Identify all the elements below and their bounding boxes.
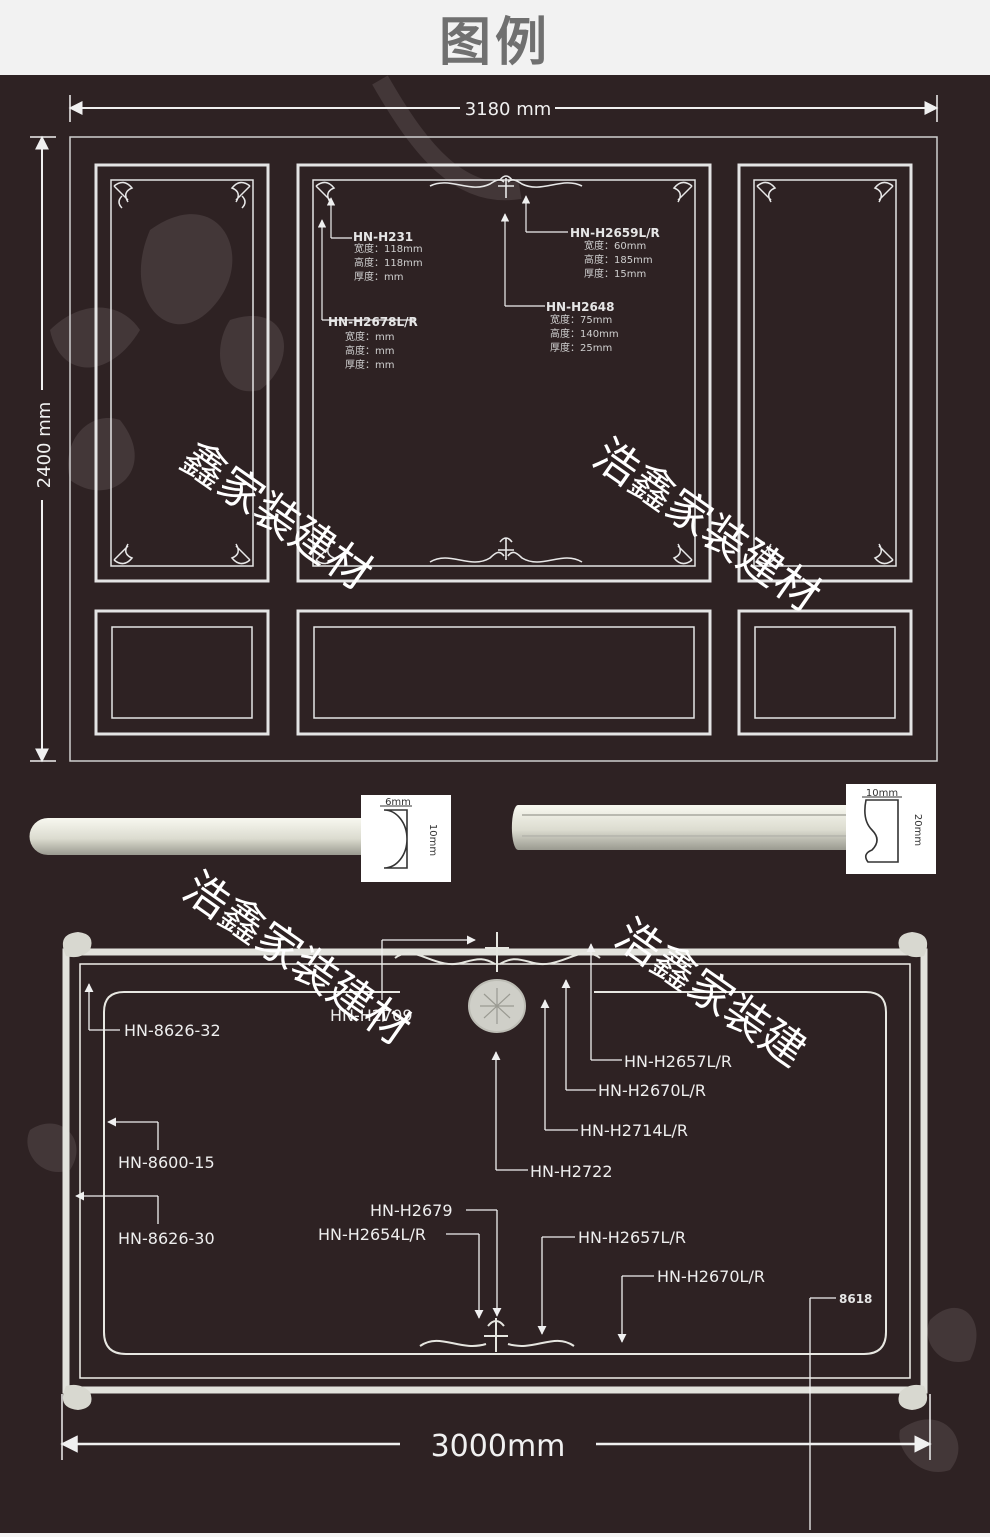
ogee-moulding bbox=[511, 805, 852, 850]
callout-8618: 8618 bbox=[809, 1292, 872, 1530]
spec-thickness: 厚度：15mm bbox=[584, 267, 646, 280]
callout-hn-8600-15: HN-8600-15 bbox=[107, 1117, 215, 1172]
diagram-board: 3180 mm 2400 mm HN-H231 宽度：118mm 高度：118m… bbox=[0, 75, 990, 1533]
label-hn-8626-32: HN-8626-32 bbox=[124, 1021, 221, 1040]
panel-upper-left bbox=[94, 163, 270, 583]
label-hn-8600-15: HN-8600-15 bbox=[118, 1153, 215, 1172]
spec-thickness: 厚度：mm bbox=[354, 270, 403, 283]
profile-right-h: 20mm bbox=[912, 814, 923, 846]
outer-frame bbox=[62, 948, 928, 1394]
rod-moulding bbox=[29, 818, 366, 855]
width-label-top: 3180 mm bbox=[465, 99, 552, 120]
legend-title: 图例 bbox=[438, 13, 551, 73]
profile-left: 6mm 10mm bbox=[29, 795, 451, 882]
callout-hn-8626-30: HN-8626-30 bbox=[75, 1191, 215, 1248]
callout-hn-h2679: HN-H2679 bbox=[370, 1201, 502, 1317]
panel-upper-center bbox=[296, 163, 712, 583]
callout-hn-h2670-top: HN-H2670L/R bbox=[561, 979, 706, 1100]
spec-height: 高度：mm bbox=[345, 344, 394, 357]
callout-hn-h2657-bottom: HN-H2657L/R bbox=[537, 1228, 686, 1335]
profile-left-h: 10mm bbox=[427, 824, 438, 856]
callout-code: HN-H2678L/R bbox=[328, 315, 418, 329]
label-hn-h2657-top: HN-H2657L/R bbox=[624, 1052, 732, 1071]
label-hn-h2679: HN-H2679 bbox=[370, 1201, 453, 1220]
panel-lower-center-inner bbox=[313, 626, 695, 719]
callout-code: HN-H2659L/R bbox=[570, 226, 660, 240]
profile-right: 10mm 20mm bbox=[511, 784, 936, 874]
callout-hn-h2678: HN-H2678L/R 宽度：mm 高度：mm 厚度：mm bbox=[317, 219, 418, 371]
center-applique-bottom bbox=[394, 932, 601, 1352]
spec-height: 高度：140mm bbox=[550, 327, 619, 340]
callout-hn-h231: HN-H231 宽度：118mm 高度：118mm 厚度：mm bbox=[326, 197, 423, 283]
spec-width: 宽度：118mm bbox=[354, 242, 423, 255]
center-applique-top bbox=[429, 175, 583, 563]
legend-header: 图例 bbox=[0, 0, 990, 75]
spec-thickness: 厚度：mm bbox=[345, 358, 394, 371]
wall-outline bbox=[69, 136, 938, 762]
spec-width: 宽度：60mm bbox=[584, 239, 646, 252]
profile-right-w: 10mm bbox=[866, 788, 898, 799]
height-label-top: 2400 mm bbox=[34, 402, 55, 489]
width-label-bottom: 3000mm bbox=[431, 1429, 566, 1464]
label-hn-h2654: HN-H2654L/R bbox=[318, 1225, 426, 1244]
profile-left-w: 6mm bbox=[385, 797, 411, 808]
callout-hn-h2657-top: HN-H2657L/R bbox=[586, 943, 732, 1071]
wall-elevation-top bbox=[69, 136, 938, 762]
panel-upper-left-inner bbox=[110, 179, 254, 567]
watermark-2: 浩鑫家装建材 bbox=[584, 429, 830, 622]
callout-hn-h2654: HN-H2654L/R bbox=[318, 1225, 484, 1319]
spec-height: 高度：185mm bbox=[584, 253, 653, 266]
panel-upper-right bbox=[737, 163, 913, 583]
background-floral-pattern bbox=[27, 75, 977, 1472]
profile-card-right bbox=[846, 784, 936, 874]
label-hn-h2670-top: HN-H2670L/R bbox=[598, 1081, 706, 1100]
callout-hn-8626-32: HN-8626-32 bbox=[84, 983, 221, 1040]
label-hn-h2714: HN-H2714L/R bbox=[580, 1121, 688, 1140]
callout-code: HN-H2648 bbox=[546, 300, 615, 314]
callout-hn-h2648: HN-H2648 宽度：75mm 高度：140mm 厚度：25mm bbox=[500, 213, 619, 354]
spec-width: 宽度：mm bbox=[345, 330, 394, 343]
panel-upper-center-inner bbox=[312, 179, 696, 567]
callout-code: HN-H231 bbox=[353, 230, 413, 244]
callout-hn-h2722: HN-H2722 bbox=[491, 1051, 613, 1181]
panel-lower-left-inner bbox=[111, 626, 253, 719]
spec-width: 宽度：75mm bbox=[550, 313, 612, 326]
label-hn-h2722: HN-H2722 bbox=[530, 1162, 613, 1181]
label-8618: 8618 bbox=[839, 1292, 872, 1306]
panel-upper-right-inner bbox=[753, 179, 897, 567]
panel-lower-center bbox=[296, 609, 712, 736]
spec-thickness: 厚度：25mm bbox=[550, 341, 612, 354]
watermark-1: 鑫家装建材 bbox=[172, 432, 381, 600]
corner-ornaments-bottom bbox=[62, 932, 928, 1410]
dimension-width-top: 3180 mm bbox=[68, 95, 939, 122]
label-hn-h2657-bottom: HN-H2657L/R bbox=[578, 1228, 686, 1247]
panel-lower-left bbox=[94, 609, 270, 736]
callout-hn-h2659: HN-H2659L/R 宽度：60mm 高度：185mm 厚度：15mm bbox=[521, 195, 660, 280]
callout-hn-h2670-bottom: HN-H2670L/R bbox=[617, 1267, 765, 1343]
label-hn-h2709: HN-H2709 bbox=[330, 1006, 413, 1025]
dimension-height-top: 2400 mm bbox=[30, 135, 56, 763]
label-hn-h2670-bottom: HN-H2670L/R bbox=[657, 1267, 765, 1286]
inner-frame bbox=[103, 991, 887, 1355]
spec-height: 高度：118mm bbox=[354, 256, 423, 269]
diagram-svg: 3180 mm 2400 mm HN-H231 宽度：118mm 高度：118m… bbox=[27, 75, 977, 1530]
corner-ornaments-top bbox=[113, 181, 894, 565]
callout-hn-h2709: HN-H2709 bbox=[330, 935, 476, 1025]
panel-lower-right-inner bbox=[754, 626, 896, 719]
callout-hn-h2714: HN-H2714L/R bbox=[540, 999, 688, 1140]
panel-lower-right bbox=[737, 609, 913, 736]
label-hn-8626-30: HN-8626-30 bbox=[118, 1229, 215, 1248]
dimension-width-bottom: 3000mm bbox=[60, 1394, 932, 1464]
